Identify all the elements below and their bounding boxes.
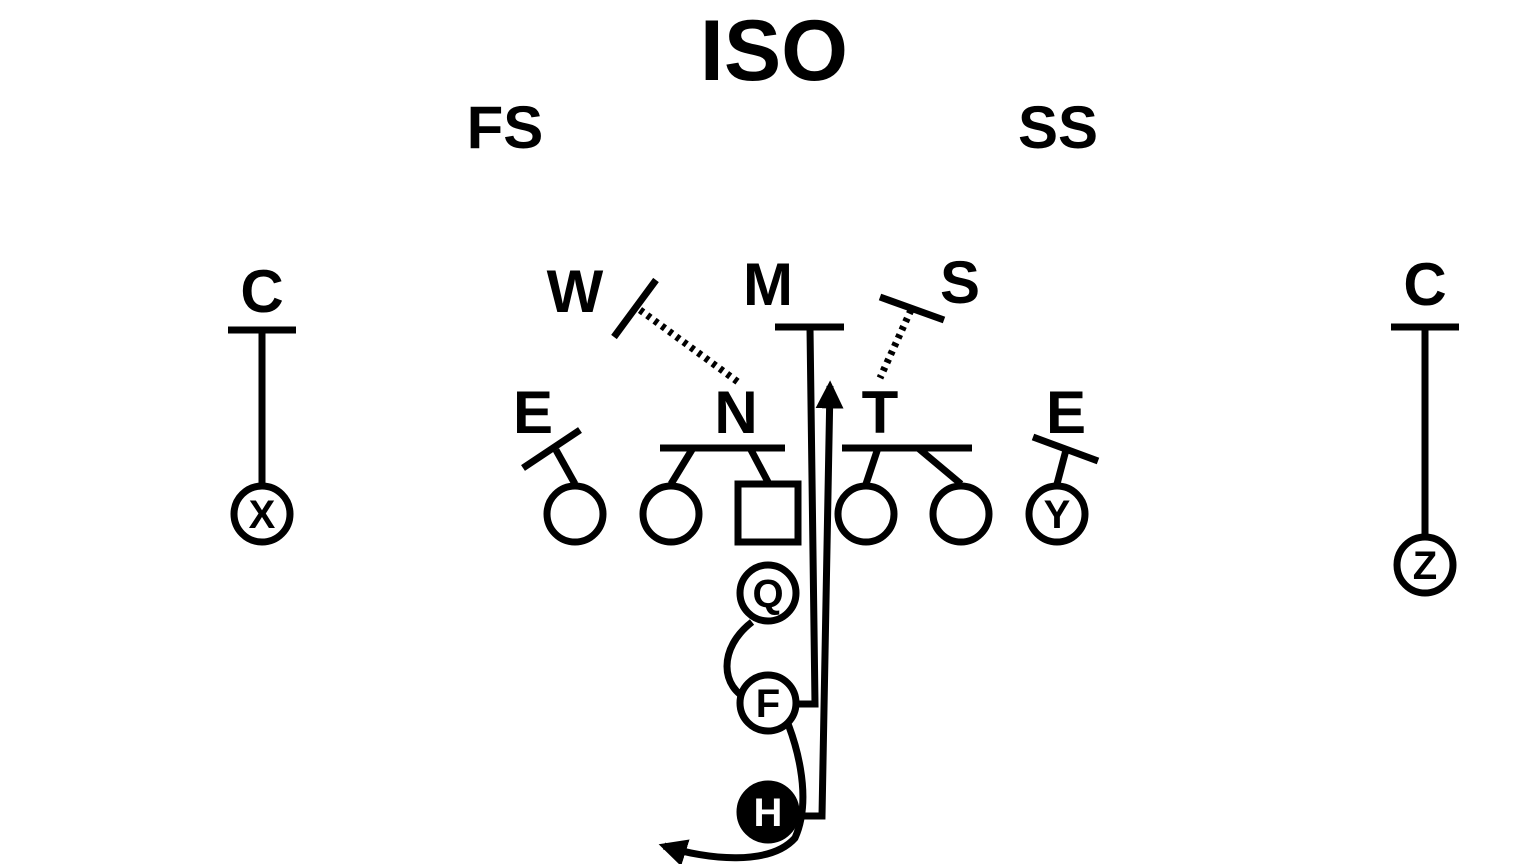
right-tackle-block-line <box>915 445 964 487</box>
x-receiver-circle <box>230 482 294 546</box>
nose-tackle-label: N <box>714 379 757 446</box>
sam-block-bar <box>878 293 946 324</box>
left-guard-block-line <box>668 446 696 486</box>
free-safety-label: FS <box>467 94 544 161</box>
left-corner-label: C <box>240 258 283 325</box>
left-guard-circle <box>639 482 703 546</box>
center-block-line <box>746 446 772 484</box>
halfback-label: H <box>754 791 783 835</box>
left-tackle-circle <box>543 482 607 546</box>
sam-linebacker-label: S <box>940 249 980 316</box>
halfback-circle <box>736 780 800 844</box>
mike-linebacker-label: M <box>743 251 793 318</box>
center-square <box>734 480 802 546</box>
right-guard-circle <box>834 482 898 546</box>
z-receiver-label: Z <box>1413 544 1437 588</box>
x-receiver-label: X <box>249 493 276 537</box>
tight-end-circle <box>1025 482 1089 546</box>
quarterback-circle <box>736 561 800 625</box>
fullback-lead-path <box>796 327 819 708</box>
tight-end-label: Y <box>1044 493 1071 537</box>
strong-safety-label: SS <box>1018 94 1098 161</box>
left-tackle-block-line <box>552 448 579 486</box>
play-title: ISO <box>700 3 848 99</box>
will-linebacker-label: W <box>547 258 604 325</box>
will-dotted-path <box>637 307 741 385</box>
left-end-block-bar <box>521 427 582 471</box>
z-receiver-circle <box>1393 533 1457 597</box>
halfback-run-path <box>797 380 844 820</box>
right-corner-label: C <box>1403 251 1446 318</box>
left-end-label: E <box>513 379 553 446</box>
tight-end-block-line <box>1053 449 1070 485</box>
sweep-fake-path <box>658 688 807 864</box>
fullback-circle <box>736 671 800 735</box>
will-block-bar <box>611 277 659 340</box>
right-end-block-bar <box>1031 433 1100 465</box>
right-guard-block-line <box>862 446 882 486</box>
right-tackle-circle <box>929 482 993 546</box>
sam-dotted-path <box>876 308 915 380</box>
fullback-label: F <box>756 682 780 726</box>
quarterback-label: Q <box>752 572 783 616</box>
right-end-label: E <box>1046 379 1086 446</box>
tackle-label: T <box>862 379 899 446</box>
